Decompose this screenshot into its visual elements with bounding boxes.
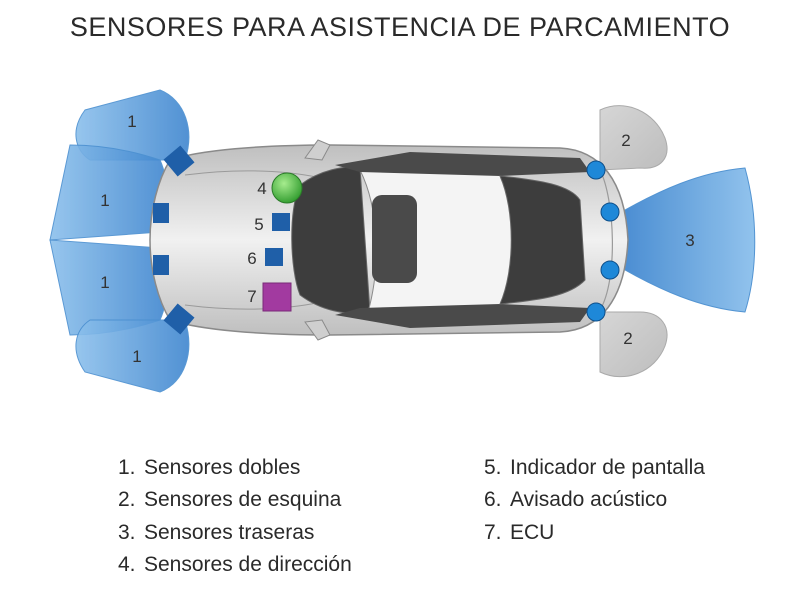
- side-window-top: [335, 152, 590, 176]
- marker-label-5: 5: [254, 215, 263, 234]
- legend-item: 3.Sensores traseras: [118, 521, 315, 544]
- legend-item: 4.Sensores de dirección: [118, 553, 352, 576]
- steering-sensor-marker: [271, 172, 303, 204]
- rear-window: [499, 175, 586, 305]
- display-indicator-marker: [272, 213, 290, 231]
- sunroof: [372, 195, 417, 283]
- ecu-marker: [262, 282, 292, 312]
- marker-label-4: 4: [257, 179, 266, 198]
- zone-label-corner: 2: [621, 131, 630, 150]
- rear-sensor: [600, 202, 620, 222]
- front-sensor: [163, 303, 195, 335]
- legend-item: 5.Indicador de pantalla: [484, 456, 705, 479]
- zone-label-corner: 2: [623, 329, 632, 348]
- acoustic-alarm-marker: [265, 248, 283, 266]
- zone-label-front: 1: [132, 347, 141, 366]
- rear-sensor: [600, 260, 620, 280]
- legend-item: 6.Avisado acústico: [484, 488, 668, 511]
- side-window-bottom: [335, 304, 590, 328]
- rear-sensor: [586, 160, 606, 180]
- corner-zone-bottom: [599, 311, 668, 378]
- front-sensor: [163, 145, 195, 177]
- front-sensor: [153, 255, 169, 275]
- zone-label-front: 1: [127, 112, 136, 131]
- front-zone-bottom-outer: [75, 319, 190, 393]
- mirror-bottom: [304, 319, 331, 341]
- rear-sensor: [586, 302, 606, 322]
- zone-label-front: 1: [100, 191, 109, 210]
- zone-label-rear: 3: [685, 231, 694, 250]
- legend-item: 1.Sensores dobles: [118, 456, 301, 479]
- diagram-title: SENSORES PARA ASISTENCIA DE PARCAMIENTO: [69, 12, 731, 42]
- legend-item: 2.Sensores de esquina: [118, 488, 342, 511]
- legend-item: 7.ECU: [484, 521, 555, 544]
- mirror-top: [304, 139, 331, 161]
- zone-label-front: 1: [100, 273, 109, 292]
- marker-label-7: 7: [247, 287, 256, 306]
- windshield: [291, 166, 371, 314]
- marker-label-6: 6: [247, 249, 256, 268]
- corner-zone-top: [599, 105, 668, 171]
- front-sensor: [153, 203, 169, 223]
- rear-zone: [617, 167, 756, 313]
